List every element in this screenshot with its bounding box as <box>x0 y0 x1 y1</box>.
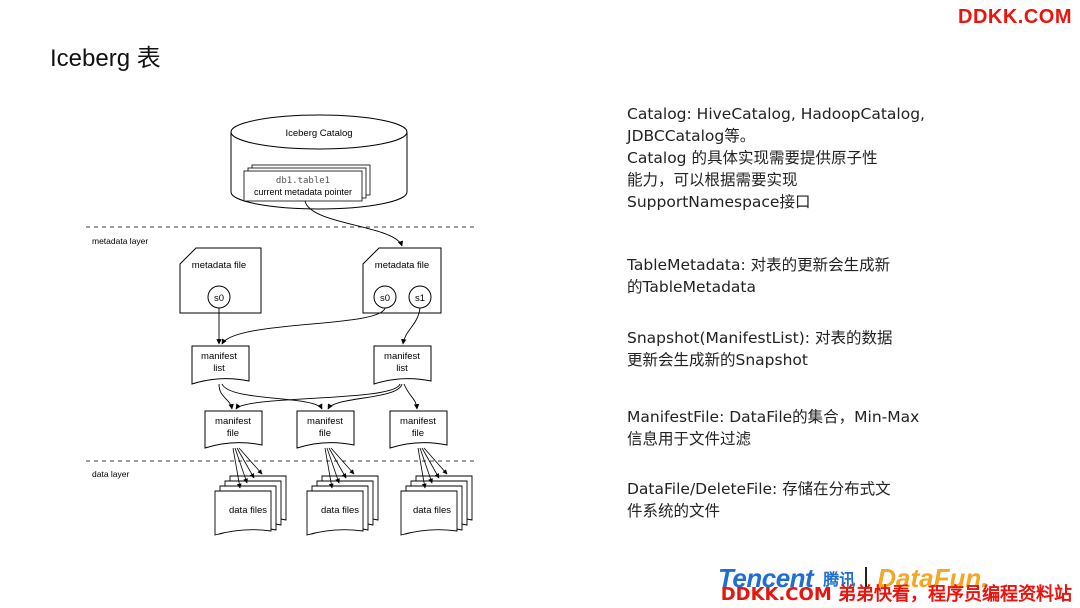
note-manifest-file: ManifestFile: DataFile的集合，Min-Max 信息用于文件… <box>627 408 920 448</box>
datafun-logo: DataFun. <box>877 562 989 593</box>
svg-text:file: file <box>319 428 331 439</box>
svg-text:file: file <box>227 428 239 439</box>
manifest-file-2: manifest file <box>296 410 355 449</box>
svg-text:data files: data files <box>413 505 451 516</box>
metadata-layer-label: metadata layer <box>92 236 148 246</box>
note-table-metadata: TableMetadata: 对表的更新会生成新 的TableMetadata <box>627 256 891 296</box>
svg-text:data files: data files <box>321 505 359 516</box>
svg-text:list: list <box>213 363 225 374</box>
manifest-file-3: manifest file <box>389 410 448 449</box>
snapshot-s1-right: s1 <box>415 293 425 304</box>
page-title: Iceberg 表 <box>50 45 161 72</box>
snapshot-s0-left: s0 <box>214 293 224 304</box>
svg-text:manifest: manifest <box>307 416 343 427</box>
watermark-top: DDKK.COM <box>958 6 1072 28</box>
manifest-list-right: manifest list <box>373 345 432 385</box>
note-catalog: Catalog: HiveCatalog, HadoopCatalog, JDB… <box>627 105 925 211</box>
svg-text:manifest: manifest <box>201 351 237 362</box>
tencent-logo: Tencent <box>718 562 814 593</box>
svg-text:list: list <box>396 363 408 374</box>
data-layer-label: data layer <box>92 469 129 479</box>
svg-text:manifest: manifest <box>384 351 420 362</box>
tencent-cn-logo: 腾讯 <box>823 570 856 589</box>
snapshot-s0-right: s0 <box>380 293 390 304</box>
metadata-file-left: metadata file s0 <box>179 247 262 314</box>
svg-text:manifest: manifest <box>215 416 251 427</box>
manifest-file-1: manifest file <box>204 410 263 449</box>
logo-separator <box>865 567 868 589</box>
watermark-bottom: DDKK.COM 弟弟快看，程序员编程资料站 <box>720 584 1072 605</box>
manifest-list-left: manifest list <box>191 345 250 385</box>
svg-text:file: file <box>412 428 424 439</box>
catalog-cylinder: Iceberg Catalog db1.table1 current metad… <box>230 114 408 210</box>
pointer-table: db1.table1 <box>276 176 330 186</box>
sponsor-logos: Tencent 腾讯 DataFun. <box>718 563 988 593</box>
svg-text:metadata file: metadata file <box>375 260 429 271</box>
note-snapshot: Snapshot(ManifestList): 对表的数据 更新会生成新的Sna… <box>627 329 893 369</box>
data-files-3: data files <box>400 475 473 536</box>
svg-text:manifest: manifest <box>400 416 436 427</box>
svg-text:data files: data files <box>229 505 267 516</box>
pointer-label: current metadata pointer <box>254 187 352 197</box>
note-data-file: DataFile/DeleteFile: 存储在分布式文 件系统的文件 <box>627 480 891 520</box>
data-files-2: data files <box>306 475 379 536</box>
svg-text:metadata file: metadata file <box>192 260 246 271</box>
metadata-file-right: metadata file s0 s1 <box>362 247 442 314</box>
catalog-title: Iceberg Catalog <box>285 128 352 139</box>
data-files-1: data files <box>214 475 287 536</box>
